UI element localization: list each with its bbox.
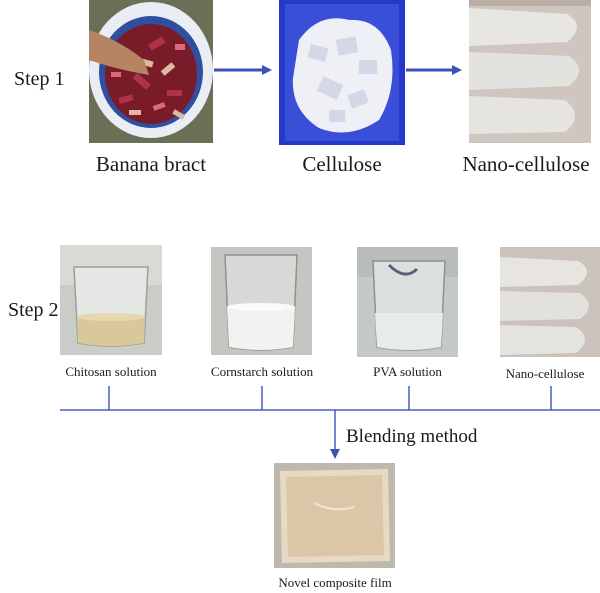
- nanocellulose-tubes-photo-step2: [500, 247, 600, 357]
- cornstarch-beaker-photo: [211, 247, 312, 355]
- cornstarch-caption: Cornstarch solution: [210, 364, 314, 379]
- composite-film-caption: Novel composite film: [278, 575, 392, 590]
- chitosan-beaker-photo: [60, 245, 162, 355]
- step1-label: Step 1: [14, 68, 65, 90]
- banana-bract-caption: Banana bract: [95, 152, 207, 176]
- banana-bract-photo: [89, 0, 213, 143]
- nanocellulose-caption-step2: Nano-cellulose: [505, 366, 585, 381]
- step2-label: Step 2: [8, 299, 59, 321]
- blending-method-label: Blending method: [346, 426, 478, 447]
- composite-film-photo: [274, 463, 395, 568]
- nanocellulose-tubes-photo-step1: [469, 0, 591, 143]
- chitosan-caption: Chitosan solution: [65, 364, 157, 379]
- pva-beaker-photo: [357, 247, 458, 357]
- cellulose-photo: [279, 0, 405, 145]
- nanocellulose-caption-step1: Nano-cellulose: [462, 152, 590, 176]
- cellulose-caption: Cellulose: [302, 152, 382, 176]
- pva-caption: PVA solution: [373, 364, 442, 379]
